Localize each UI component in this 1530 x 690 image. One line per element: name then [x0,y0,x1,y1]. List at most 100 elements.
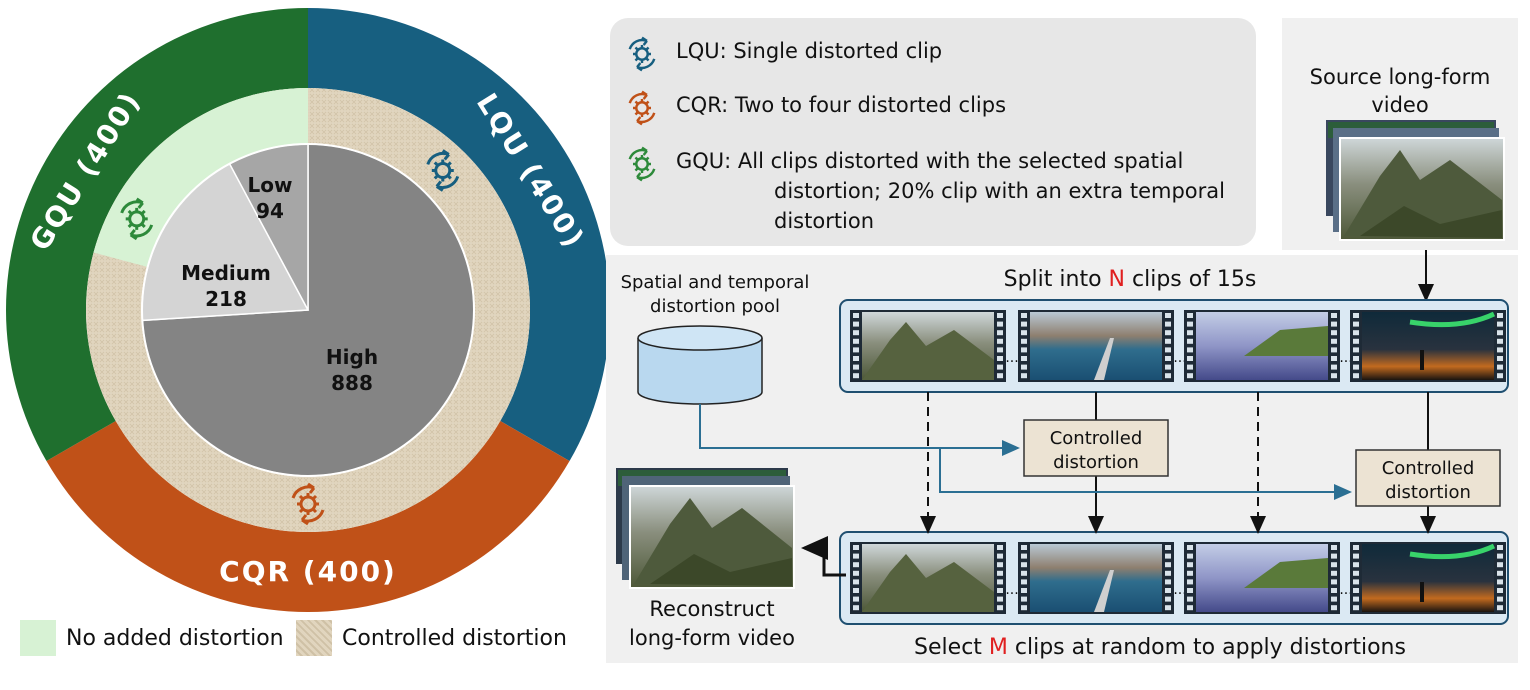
film-hole [853,373,859,379]
film-hole [1021,330,1027,336]
film-hole [853,545,859,550]
inner-value-low: 94 [256,199,284,223]
film-hole [1165,605,1171,611]
strip-to-reconstruct-arrow [801,536,846,577]
reconstructed-video-stack [616,468,795,589]
film-hole [1497,321,1503,327]
clip-ellipsis: ... [1339,350,1352,366]
inner-label-high: High [326,345,378,369]
clip-aurora [1409,543,1496,560]
film-hole [997,588,1003,593]
film-hole [1353,338,1359,344]
film-hole [1187,330,1193,336]
film-hole [1331,330,1337,336]
film-hole [1331,570,1337,576]
film-hole [1331,373,1337,379]
film-hole [1187,562,1193,568]
film-hole [1187,338,1193,344]
film-hole [853,364,859,370]
film-hole [1021,321,1027,327]
svg-text:Controlled: Controlled [1050,428,1143,449]
film-hole [997,596,1003,602]
film-hole [1331,356,1337,361]
svg-text:distortion: distortion [1385,482,1471,503]
film-hole [1021,364,1027,370]
film-hole [1353,588,1359,593]
film-hole [1165,313,1171,318]
clip-thumbnail-2 [1030,312,1162,380]
film-hole [853,570,859,576]
film-hole [853,588,859,593]
film-hole [853,356,859,361]
split-var-n: N [1109,267,1125,292]
film-hole [853,562,859,568]
controlled-distortion-box-1: Controlled distortion [1023,419,1169,477]
film-hole [1353,364,1359,370]
film-hole [1187,579,1193,585]
clip-strip-source: ......... [839,299,1509,393]
film-hole [1165,579,1171,585]
film-hole [1497,588,1503,593]
inner-pie-border [141,143,475,477]
film-hole [1353,579,1359,585]
clip-ellipsis: ... [1339,582,1352,598]
film-hole [1165,588,1171,593]
film-hole [1187,596,1193,602]
film-hole [1021,347,1027,353]
film-hole [1353,313,1359,318]
film-hole [1353,553,1359,559]
film-hole [1497,562,1503,568]
film-hole [1165,321,1171,327]
svg-text:Controlled: Controlled [1382,458,1475,479]
film-hole [1187,321,1193,327]
gear-refresh-icon [628,36,656,72]
film-hole [1187,364,1193,370]
film-hole [853,553,859,559]
film-hole [1353,356,1359,361]
film-hole [997,570,1003,576]
film-hole [853,338,859,344]
legend-no-distortion: No added distortion [20,620,284,656]
film-hole [1021,553,1027,559]
split-label: Split into N clips of 15s [1004,267,1257,292]
pool-label-line1: Spatial and temporal [621,272,810,293]
task-description-box: LQU: Single distorted clip CQR: Two to f… [610,18,1256,246]
clip-cliff [1244,558,1328,588]
pool-label-line2: distortion pool [650,296,780,317]
film-hole [997,553,1003,559]
outer-ring-slice-0 [308,8,610,461]
film-hole [1331,605,1337,611]
film-hole [1021,338,1027,344]
film-hole [1165,545,1171,550]
film-hole [1353,596,1359,602]
film-hole [1497,553,1503,559]
gear-refresh-icon [628,146,656,182]
film-hole [1353,605,1359,611]
clip-figure [1420,350,1424,370]
clip-ellipsis: ... [1005,582,1018,598]
film-hole [1187,545,1193,550]
info-item-gqu: GQU: All clips distorted with the select… [624,146,1225,236]
film-hole [1353,330,1359,336]
film-hole [1331,553,1337,559]
film-hole [1353,321,1359,327]
reconstruct-label-line2: long-form video [629,626,795,650]
film-hole [997,562,1003,568]
info-lqu-text: LQU: Single distorted clip [676,39,943,63]
film-hole [1021,579,1027,585]
film-hole [997,313,1003,318]
film-hole [1497,373,1503,379]
film-hole [1353,373,1359,379]
film-hole [1165,373,1171,379]
film-hole [1021,605,1027,611]
clip-ellipsis: ... [1005,350,1018,366]
film-hole [1021,588,1027,593]
film-hole [997,373,1003,379]
legend-label-no-distortion: No added distortion [66,625,284,651]
inner-label-low: Low [248,173,293,197]
film-hole [1497,356,1503,361]
film-hole [1353,545,1359,550]
inner-value-medium: 218 [205,287,247,311]
clip-mountain [862,322,994,380]
